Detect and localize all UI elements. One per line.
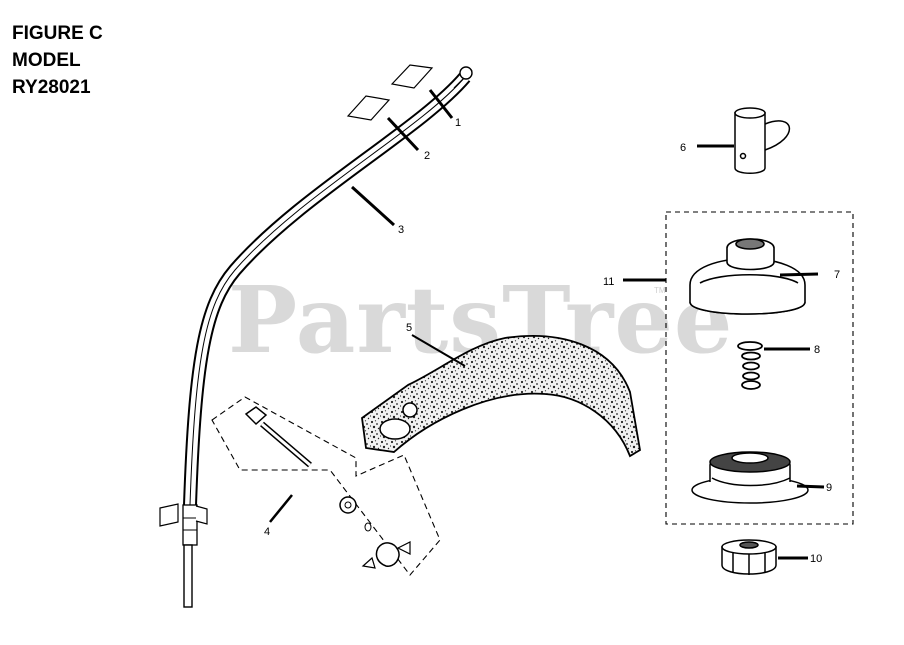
callout-6: 6 [680, 142, 686, 154]
debris-guard [361, 334, 641, 458]
callout-3: 3 [398, 224, 404, 236]
callout-1: 1 [455, 117, 461, 129]
callout-9: 9 [826, 482, 832, 494]
callout-11: 11 [603, 276, 614, 288]
callout-10: 10 [810, 553, 822, 565]
callout-7: 7 [834, 269, 840, 281]
spring [737, 341, 810, 390]
model-number: RY28021 [12, 77, 91, 98]
hardware-kit [211, 396, 441, 576]
model-label: MODEL [12, 50, 81, 71]
line-spool [691, 451, 825, 504]
bump-knob [721, 539, 808, 575]
callout-5: 5 [406, 322, 412, 334]
curved-shaft [159, 66, 473, 608]
trimmer-head-assembly [623, 211, 854, 525]
callout-2: 2 [424, 150, 430, 162]
head-housing [689, 238, 819, 315]
shaft-decals [346, 64, 454, 227]
callout-8: 8 [814, 344, 820, 356]
spool-tool [697, 107, 791, 174]
callout-4: 4 [264, 526, 270, 538]
trademark-mark: TM [654, 286, 666, 295]
figure-title: FIGURE C MODEL RY28021 [12, 20, 103, 101]
figure-label: FIGURE C [12, 23, 103, 44]
